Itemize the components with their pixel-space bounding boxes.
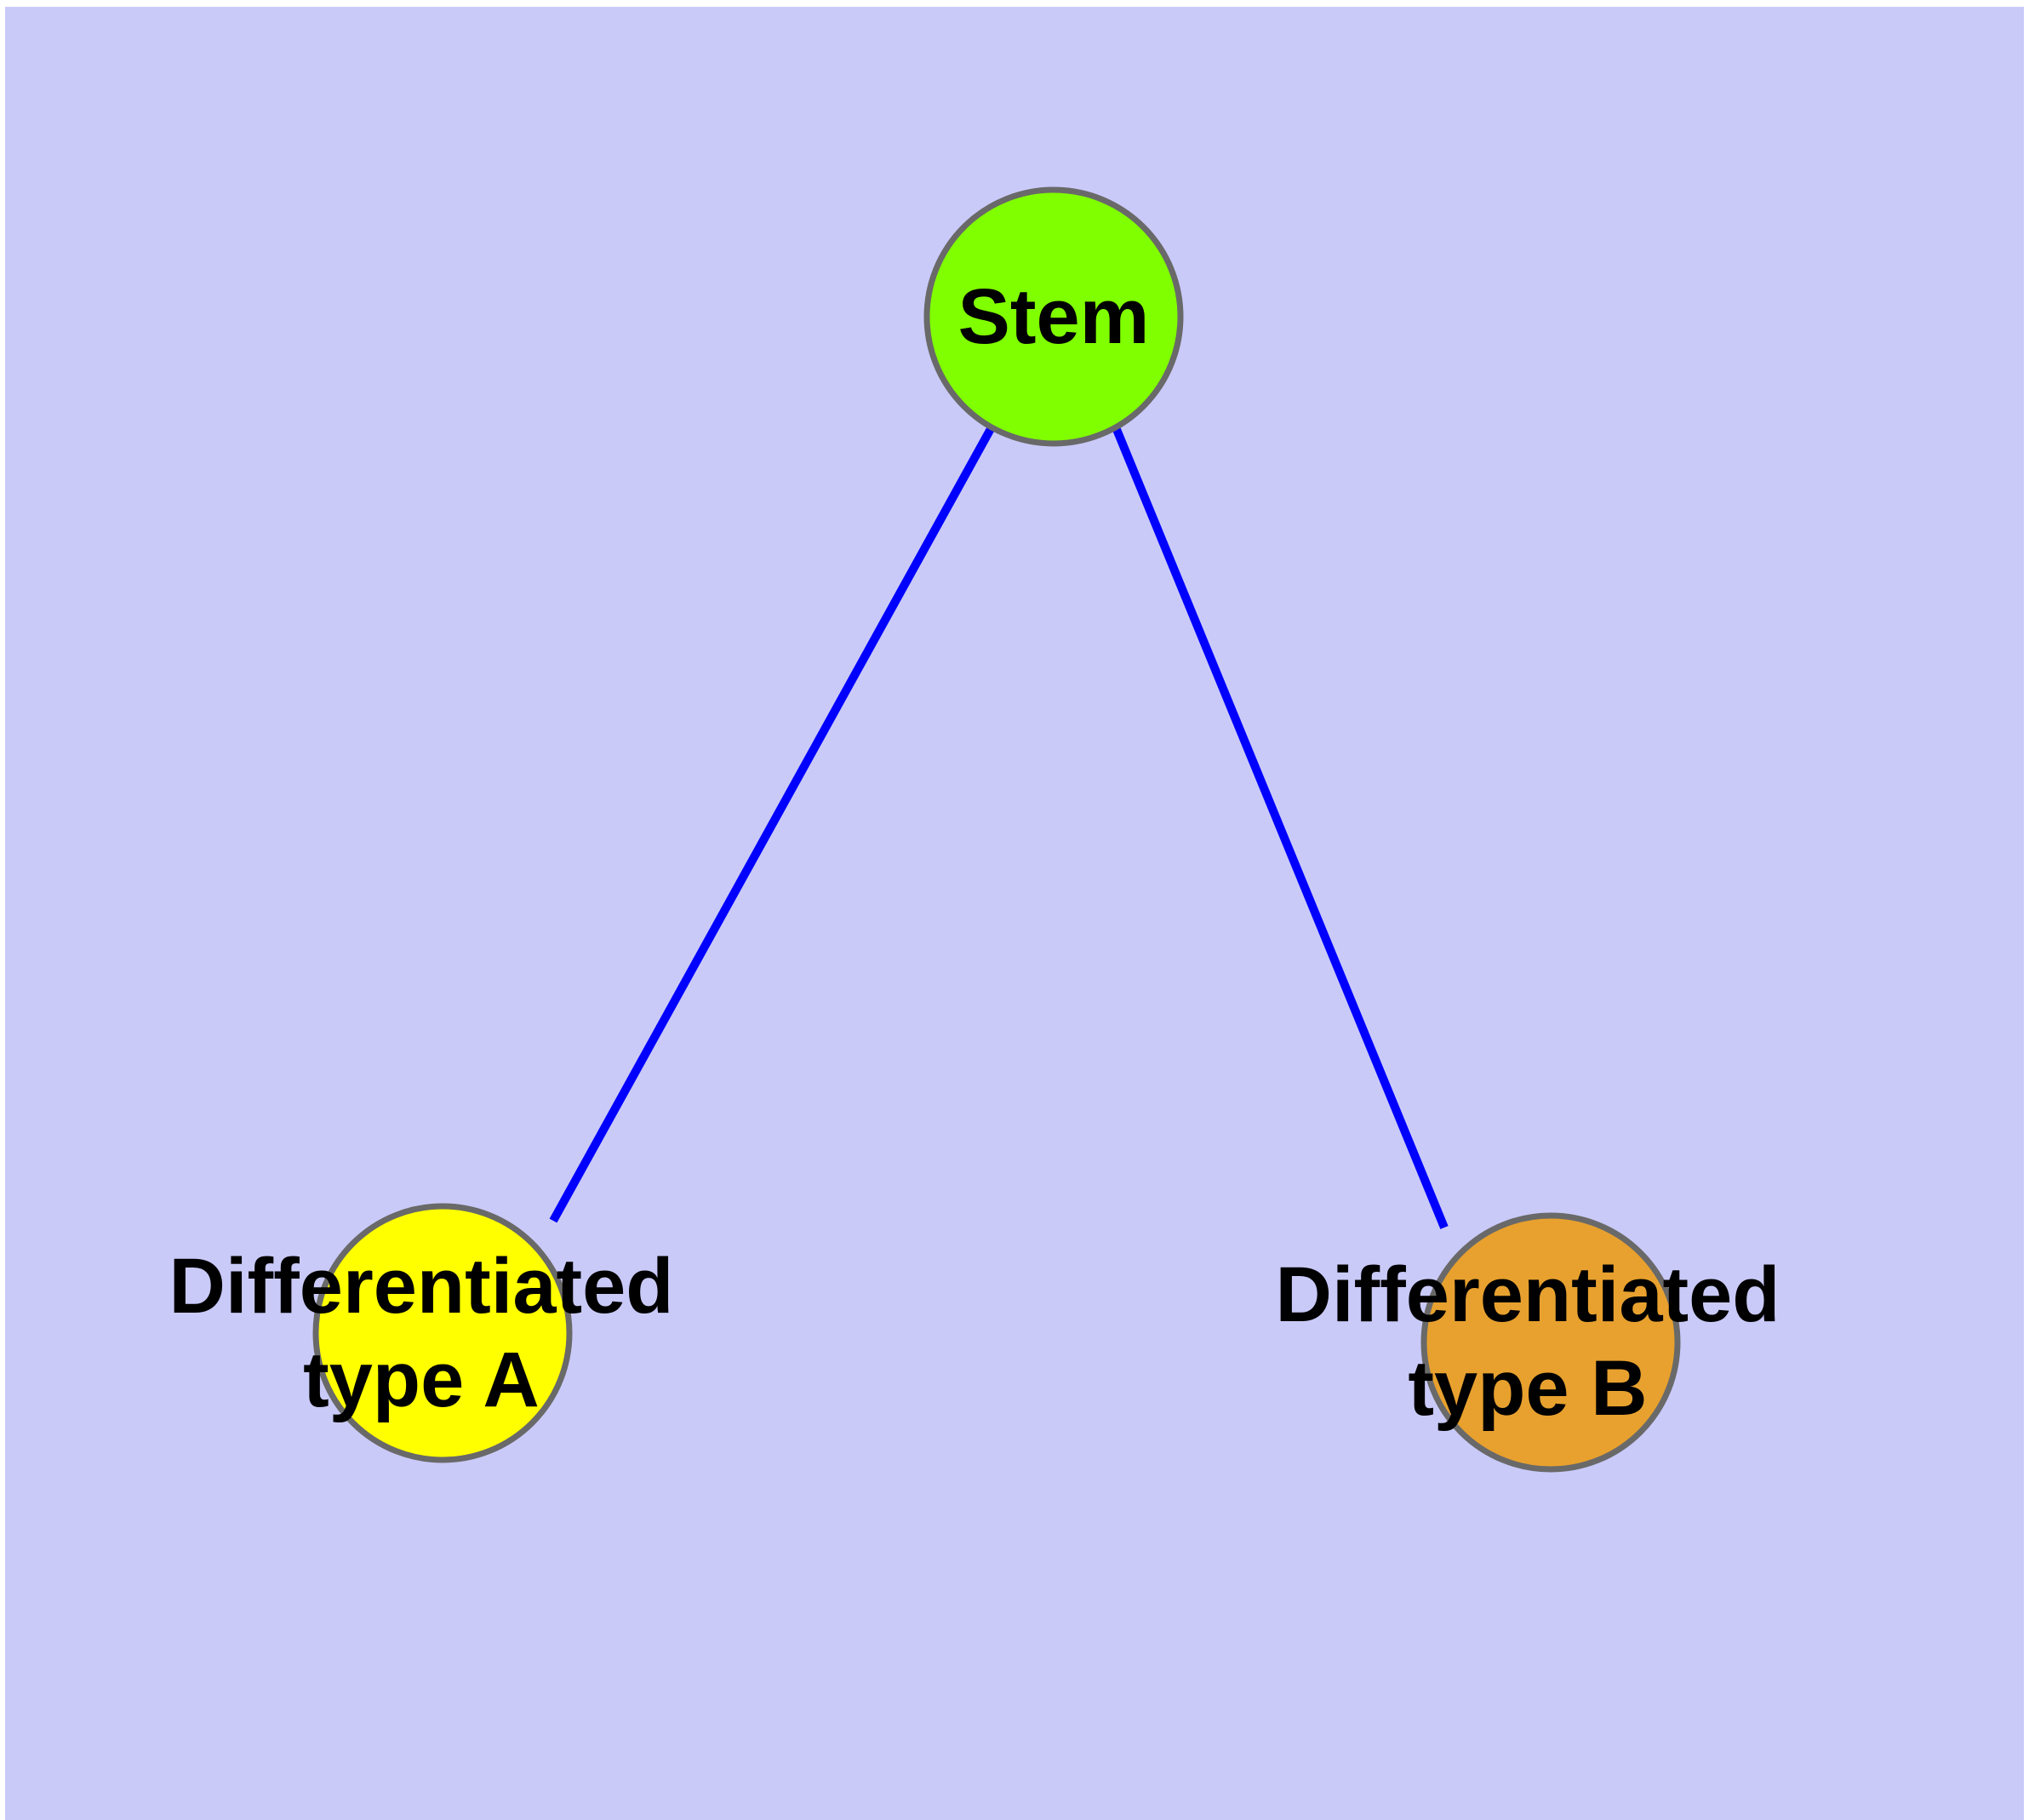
node-differentiated-type-b-circle[interactable] [1420,1212,1681,1473]
edge-stem-to-differentiated-type-b[interactable] [1112,426,1449,1229]
node-stem-label: Stem [958,273,1150,360]
edge-stem-to-differentiated-type-a[interactable] [549,425,996,1223]
node-label-line: type A [303,1336,540,1423]
node-label-line: Stem [958,273,1150,360]
edge-group [549,425,1449,1229]
node-differentiated-type-a-circle[interactable] [312,1203,573,1463]
node-group [312,186,1681,1473]
node-label-line: Differentiated [169,1243,674,1330]
node-label-line: Differentiated [1276,1251,1780,1338]
node-stem-circle[interactable] [923,186,1184,447]
node-label-line: type B [1408,1345,1647,1432]
